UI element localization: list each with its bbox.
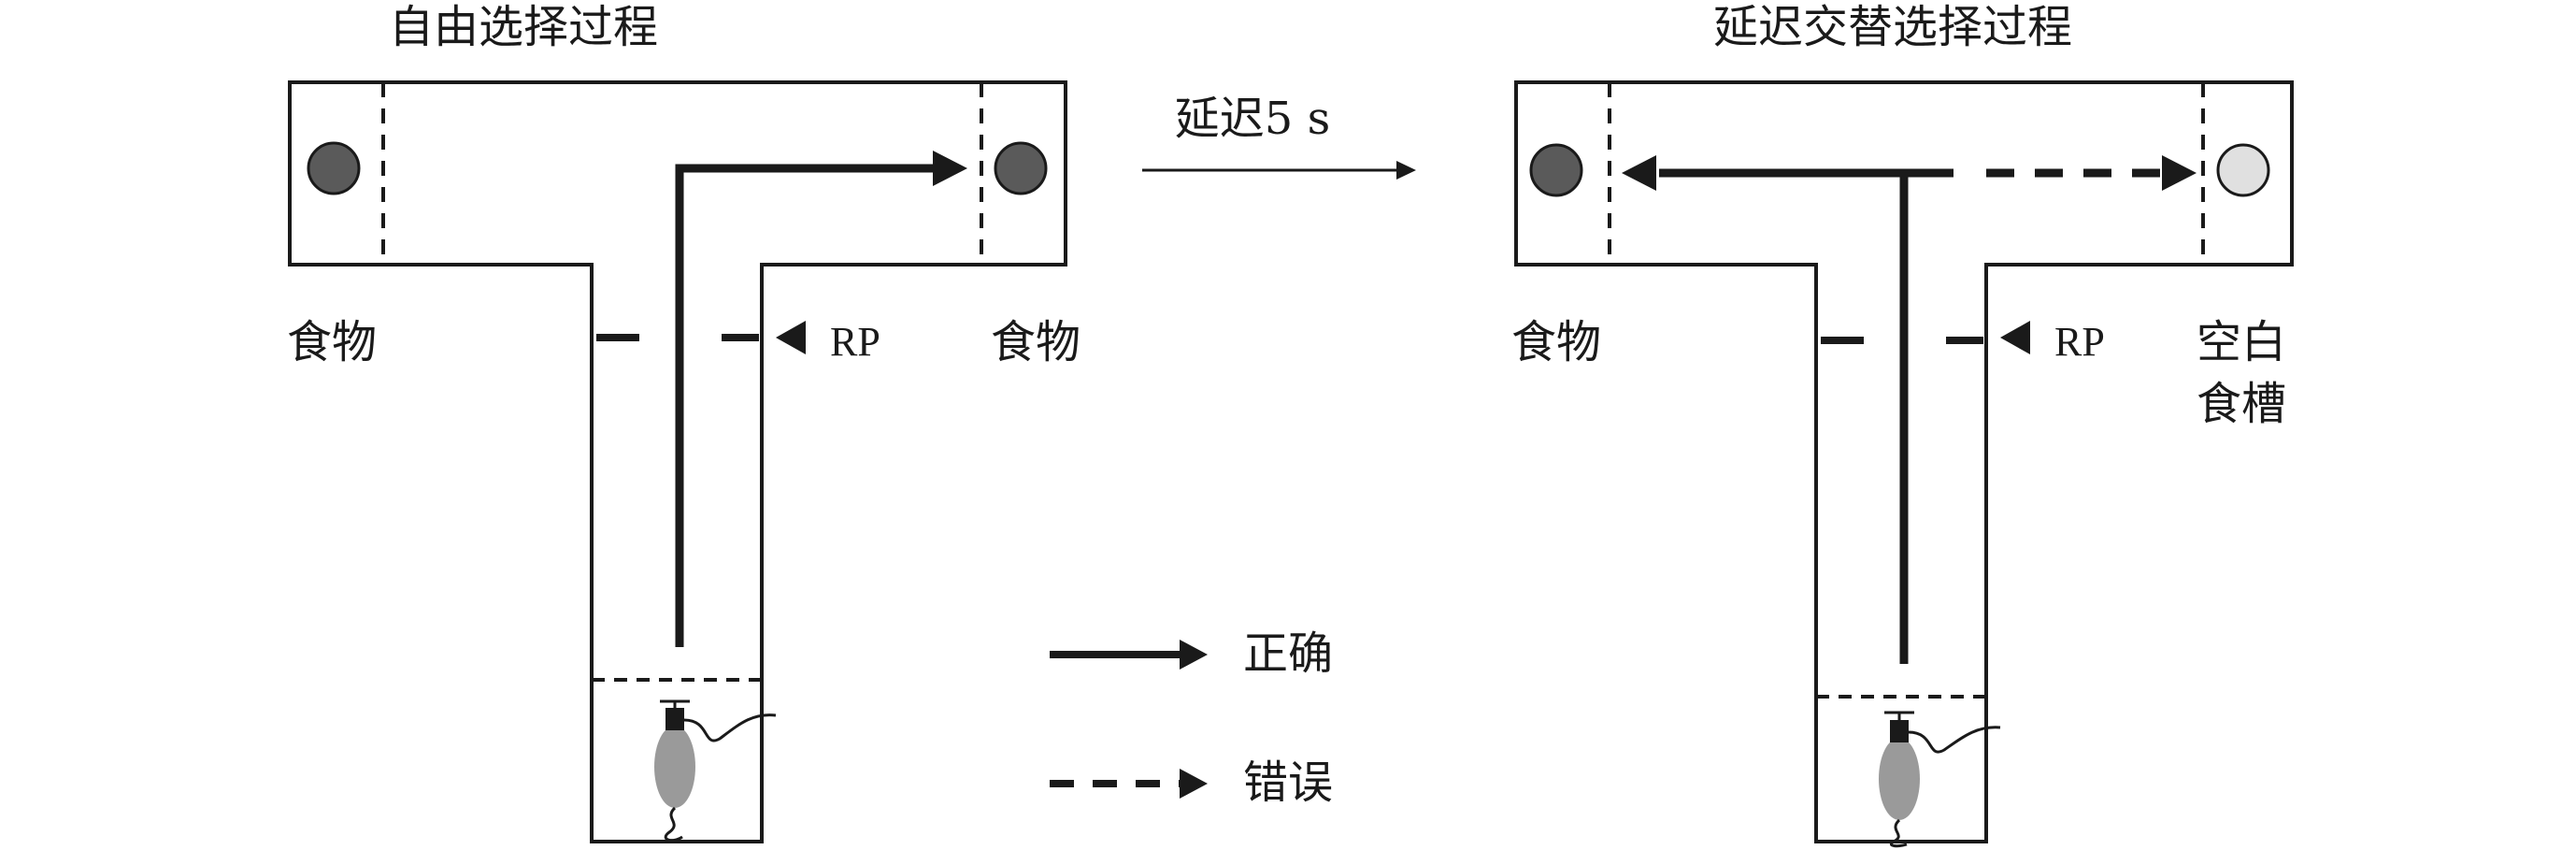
- legend: 正确 错误: [1050, 627, 1333, 809]
- free-choice-panel: 自由选择过程 食物 食物 RP: [287, 1, 1080, 843]
- delayed-alternation-rp-pointer-icon: [2000, 321, 2030, 354]
- delayed-alternation-correct-arrowhead-icon: [1622, 155, 1656, 191]
- delay-transition: 延迟5 s: [1142, 93, 1416, 180]
- delay-arrowhead-icon: [1396, 161, 1416, 180]
- free-choice-left-food-well: [307, 141, 361, 195]
- legend-correct-label: 正确: [1243, 627, 1333, 680]
- delayed-alternation-left-food-label: 食物: [1511, 316, 1601, 368]
- delayed-alternation-left-food-well: [1529, 143, 1583, 197]
- delayed-alternation-title: 延迟交替选择过程: [1713, 1, 2072, 53]
- free-choice-rat-icon: [654, 699, 777, 843]
- legend-error-label: 错误: [1243, 756, 1333, 809]
- delayed-alternation-panel: 延迟交替选择过程 食物 RP 空白 食槽: [1511, 1, 2294, 848]
- free-choice-right-food-label: 食物: [991, 316, 1080, 368]
- free-choice-correct-arrowhead-icon: [933, 151, 967, 186]
- free-choice-left-food-label: 食物: [287, 316, 377, 368]
- free-choice-rp-label: RP: [830, 319, 880, 365]
- free-choice-correct-path-arrow: [675, 164, 939, 647]
- delay-label: 延迟5 s: [1175, 93, 1330, 145]
- legend-error-arrowhead-icon: [1180, 769, 1208, 799]
- legend-correct-arrowhead-icon: [1180, 640, 1208, 670]
- delayed-alternation-rp-label: RP: [2054, 319, 2105, 365]
- delayed-alternation-maze-outline: [1514, 80, 2294, 843]
- free-choice-right-food-well: [994, 141, 1048, 195]
- delayed-alternation-right-empty-well: [2216, 143, 2270, 197]
- delayed-alternation-rat-icon: [1879, 711, 2001, 848]
- free-choice-rp-pointer-icon: [776, 321, 806, 354]
- delayed-alternation-empty-well-label-line1: 空白: [2197, 316, 2286, 368]
- free-choice-maze-outline: [288, 80, 1067, 843]
- delayed-alternation-empty-well-label-line2: 食槽: [2197, 378, 2286, 430]
- delayed-alternation-error-arrowhead-icon: [2162, 155, 2197, 191]
- free-choice-title: 自由选择过程: [389, 1, 658, 53]
